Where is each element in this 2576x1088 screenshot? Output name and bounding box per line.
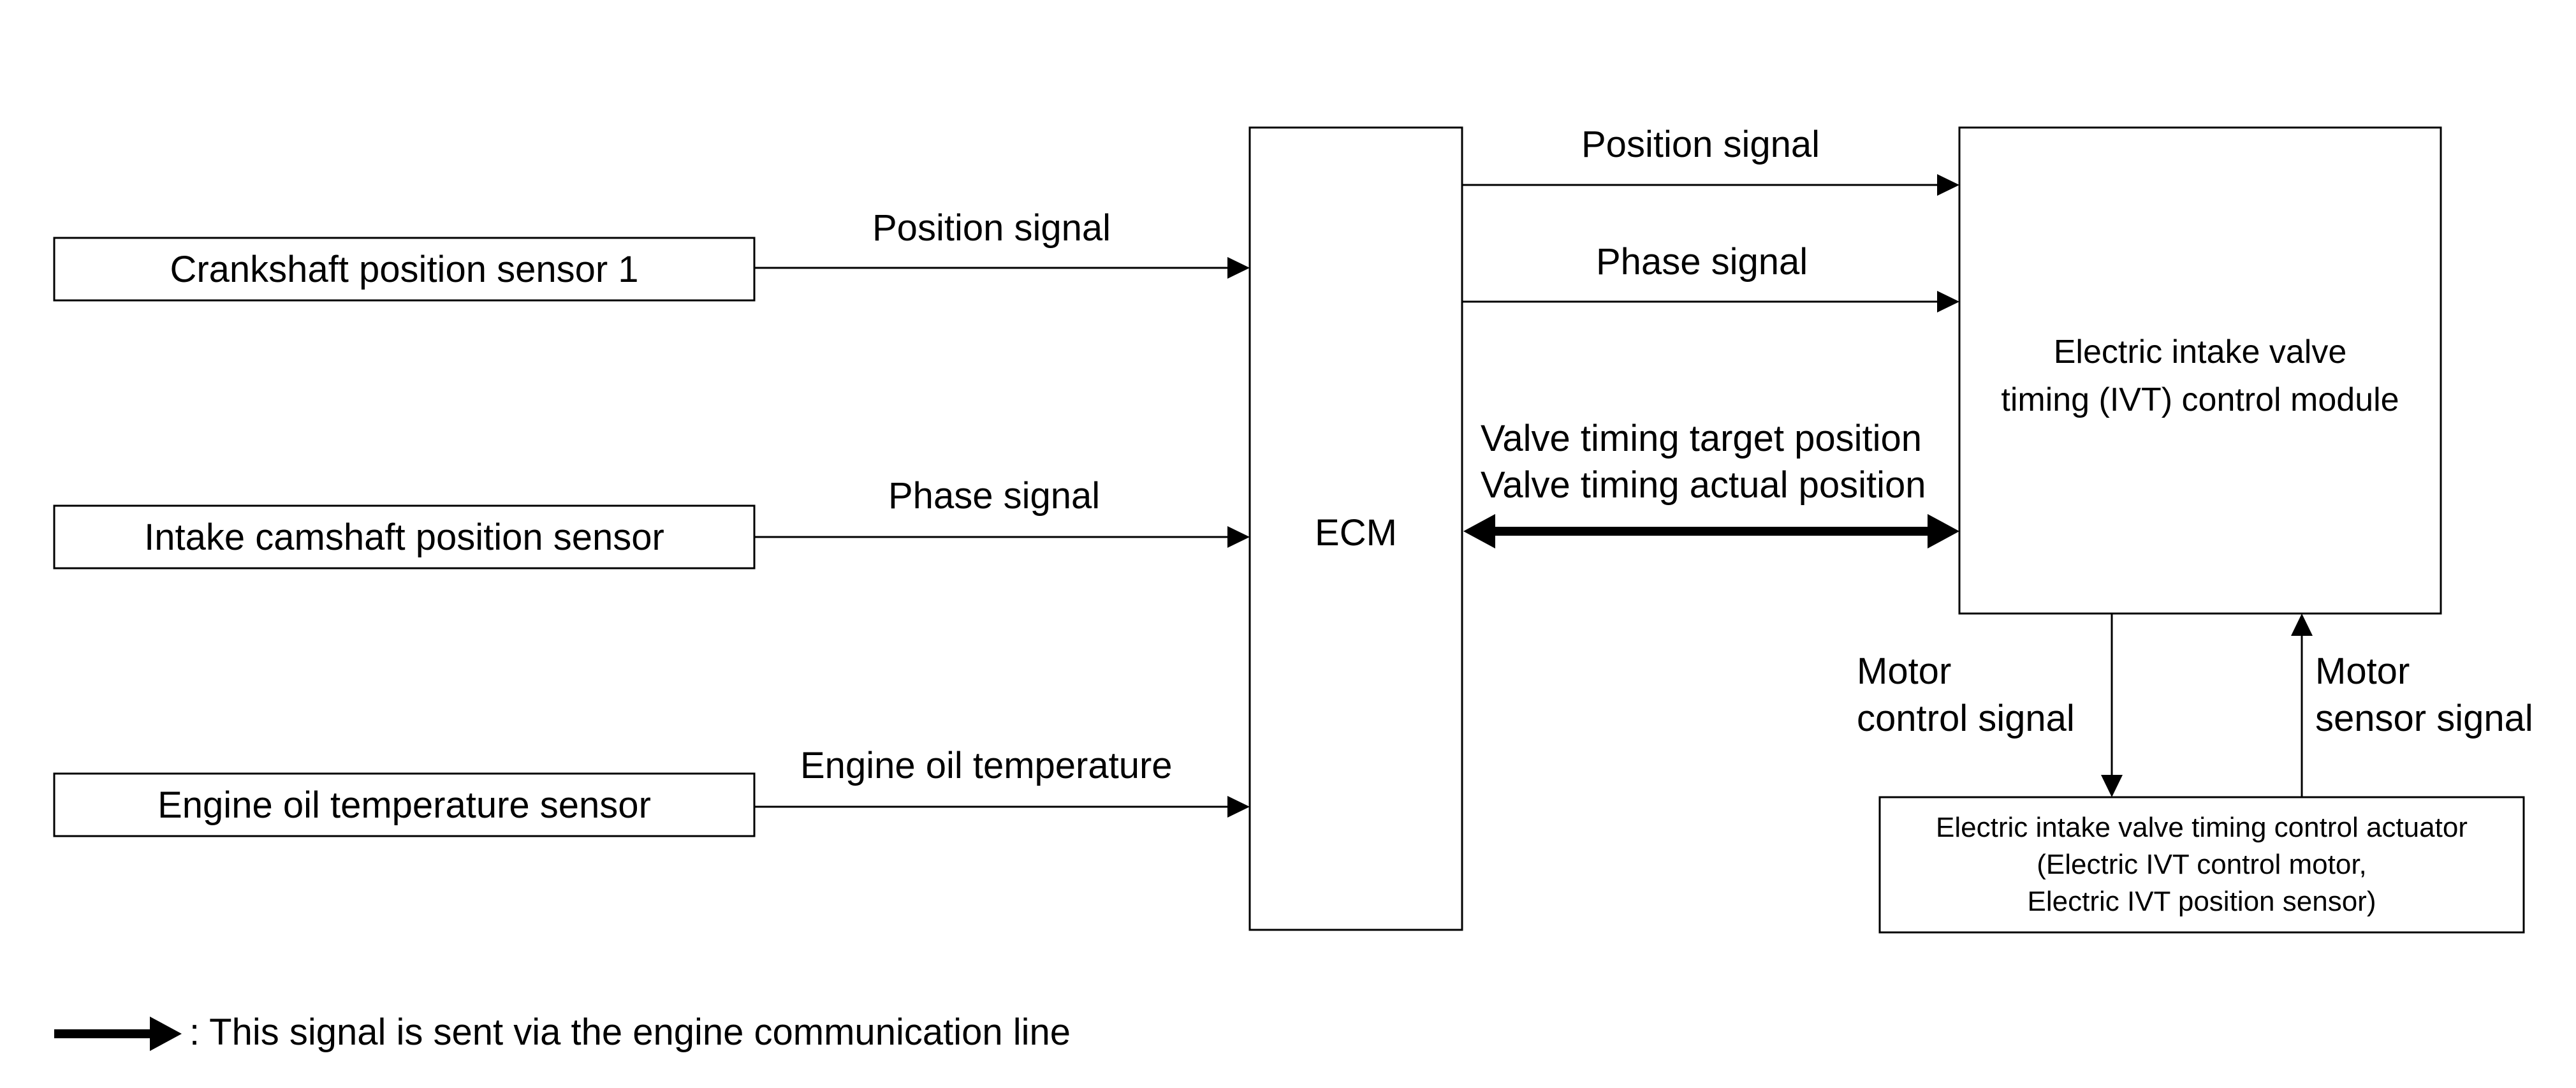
oil-temp-sensor-box — [53, 772, 756, 837]
ivt-module-label-line-2: timing (IVT) control module — [2001, 381, 2399, 418]
motor-control-label-line-2: control signal — [1857, 698, 2075, 739]
actuator-label-line-2: (Electric IVT control motor, — [2037, 848, 2367, 880]
communication-arrowhead-left — [1463, 514, 1495, 548]
motor-control-arrowhead — [2101, 775, 2123, 797]
legend-text: : This signal is sent via the engine com… — [189, 1011, 1071, 1053]
crankshaft-signal-arrowhead — [1227, 257, 1250, 279]
camshaft-sensor-label: Intake camshaft position sensor — [144, 516, 664, 558]
oil-temp-signal-label: Engine oil temperature — [800, 745, 1173, 786]
ecm-phase-signal-arrowhead — [1937, 291, 1959, 312]
ecm-position-signal-label: Position signal — [1581, 124, 1820, 165]
camshaft-signal-label: Phase signal — [888, 475, 1101, 517]
comm-line-label-2: Valve timing actual position — [1481, 464, 1926, 506]
ecm-position-signal-arrowhead — [1937, 174, 1959, 196]
ecm-phase-signal-label: Phase signal — [1596, 241, 1808, 283]
motor-sensor-label-line-1: Motor — [2315, 651, 2410, 692]
actuator-label-line-1: Electric intake valve timing control act… — [1936, 811, 2468, 843]
actuator-box — [1878, 796, 2525, 934]
comm-line-label-1: Valve timing target position — [1481, 418, 1922, 459]
ivt-module-label-line-1: Electric intake valve — [2053, 333, 2347, 371]
actuator-label-line-3: Electric IVT position sensor) — [2027, 886, 2376, 918]
ecm-box — [1248, 126, 1463, 931]
crankshaft-sensor-label: Crankshaft position sensor 1 — [170, 248, 639, 290]
actuator-label: Electric intake valve timing control act… — [1880, 797, 2524, 932]
oil-temp-signal-arrowhead — [1227, 796, 1250, 818]
motor-sensor-label-line-2: sensor signal — [2315, 698, 2533, 739]
ivt-module-label: Electric intake valve timing (IVT) contr… — [1959, 312, 2441, 440]
motor-sensor-arrowhead — [2291, 614, 2313, 636]
crankshaft-signal-label: Position signal — [872, 207, 1111, 249]
legend-arrowhead — [150, 1017, 182, 1051]
camshaft-signal-arrowhead — [1227, 526, 1250, 548]
crankshaft-sensor-box — [53, 237, 756, 302]
motor-control-label-line-1: Motor — [1857, 651, 1952, 692]
ivt-module-box — [1958, 126, 2442, 615]
oil-temp-sensor-label: Engine oil temperature sensor — [157, 784, 651, 826]
ecm-label: ECM — [1315, 511, 1397, 554]
communication-arrowhead-right — [1928, 514, 1959, 548]
